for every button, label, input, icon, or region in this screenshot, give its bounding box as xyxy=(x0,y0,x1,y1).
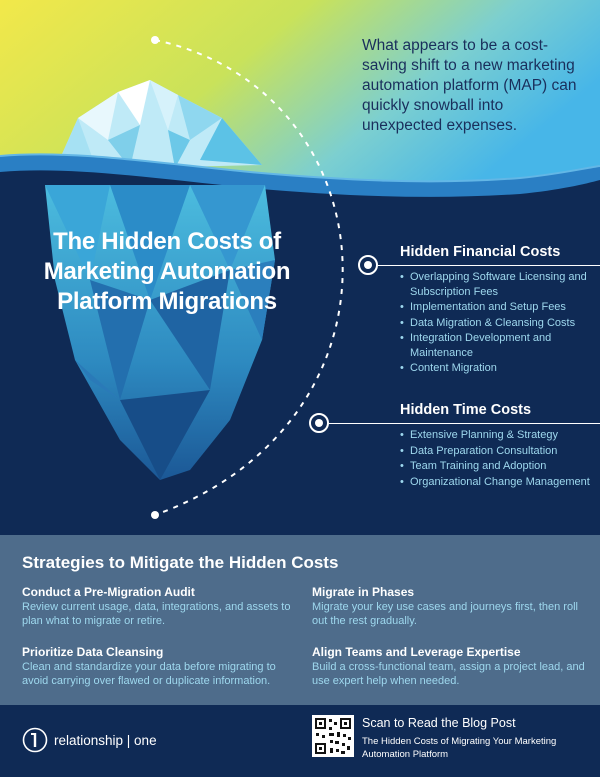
time-costs-section: Hidden Time Costs Extensive Planning & S… xyxy=(384,402,594,490)
scan-subtitle: The Hidden Costs of Migrating Your Marke… xyxy=(362,736,557,760)
time-rule xyxy=(329,423,600,424)
financial-costs-section: Hidden Financial Costs Overlapping Softw… xyxy=(384,244,594,377)
footer: relationship | one Scan to Read the Blog… xyxy=(0,705,600,777)
financial-costs-list: Overlapping Software Licensing and Subsc… xyxy=(384,270,594,376)
strategy-name: Align Teams and Leverage Expertise xyxy=(312,645,521,659)
iceberg-tip xyxy=(55,80,262,170)
list-item: Content Migration xyxy=(400,361,594,376)
list-item: Extensive Planning & Strategy xyxy=(400,428,594,443)
relationship-one-logo-icon xyxy=(22,727,48,753)
list-item: Organizational Change Management xyxy=(400,475,594,490)
financial-rule xyxy=(378,265,600,266)
time-costs-list: Extensive Planning & Strategy Data Prepa… xyxy=(384,428,594,489)
list-item: Data Migration & Cleansing Costs xyxy=(400,316,594,331)
arc-endpoint-bottom xyxy=(151,511,159,519)
list-item: Data Preparation Consultation xyxy=(400,444,594,459)
strategy-desc: Clean and standardize your data before m… xyxy=(22,661,276,687)
logo-text: relationship | one xyxy=(54,732,157,748)
strategy-name: Conduct a Pre-Migration Audit xyxy=(22,585,195,599)
intro-text: What appears to be a cost-saving shift t… xyxy=(362,37,577,134)
wave-band xyxy=(0,154,600,197)
strategy-audit: Conduct a Pre-Migration Audit Review cur… xyxy=(22,585,302,628)
strategy-name: Migrate in Phases xyxy=(312,585,415,599)
arc-endpoint-top xyxy=(151,36,159,44)
strategy-desc: Migrate your key use cases and journeys … xyxy=(312,601,578,627)
strategy-desc: Review current usage, data, integrations… xyxy=(22,601,291,627)
list-item: Implementation and Setup Fees xyxy=(400,300,594,315)
dashed-connector xyxy=(154,39,344,516)
strategy-align-teams: Align Teams and Leverage Expertise Build… xyxy=(312,645,592,688)
company-logo[interactable]: relationship | one xyxy=(22,727,157,753)
strategy-name: Prioritize Data Cleansing xyxy=(22,645,164,659)
strategies-section: Strategies to Mitigate the Hidden Costs … xyxy=(0,535,600,705)
time-costs-title: Hidden Time Costs xyxy=(400,402,532,418)
financial-costs-title: Hidden Financial Costs xyxy=(400,244,561,260)
iceberg-underwater xyxy=(45,185,275,480)
qr-code-icon[interactable] xyxy=(312,715,354,757)
scan-title: Scan to Read the Blog Post xyxy=(362,716,516,730)
strategy-data-cleansing: Prioritize Data Cleansing Clean and stan… xyxy=(22,645,302,688)
list-item: Integration Development and Maintenance xyxy=(400,331,594,360)
strategy-desc: Build a cross-functional team, assign a … xyxy=(312,661,585,687)
list-item: Overlapping Software Licensing and Subsc… xyxy=(400,270,594,299)
list-item: Team Training and Adoption xyxy=(400,459,594,474)
strategies-title: Strategies to Mitigate the Hidden Costs xyxy=(22,553,339,572)
strategy-phases: Migrate in Phases Migrate your key use c… xyxy=(312,585,592,628)
main-title: The Hidden Costs of Marketing Automation… xyxy=(43,228,291,315)
